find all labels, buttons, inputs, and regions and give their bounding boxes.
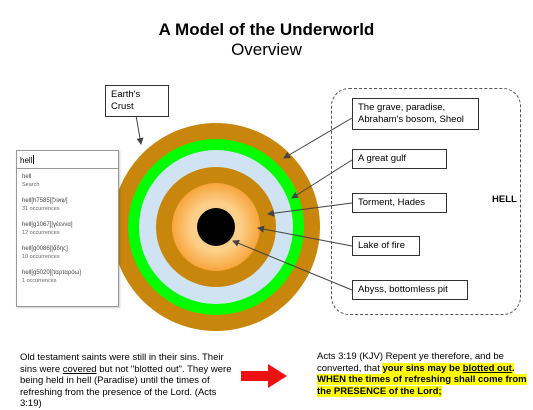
red-arrow bbox=[241, 364, 287, 388]
hell-label: HELL bbox=[492, 194, 517, 205]
diagram-subtitle: Overview bbox=[231, 40, 302, 59]
abyss-arrow bbox=[232, 240, 353, 291]
label-abyss: Abyss, bottomless pit bbox=[352, 280, 468, 300]
search-result-item[interactable]: hell[h7585][שְׁאוֹל] 31 occurrences bbox=[22, 197, 113, 213]
search-result-item[interactable]: hell[g1067][γέεννα] 12 occurrences bbox=[22, 221, 113, 237]
grave-arrow bbox=[283, 117, 353, 159]
label-torment-hades: Torment, Hades bbox=[352, 193, 447, 213]
search-result-title: hell[g5020][ταρταρόω] bbox=[22, 270, 81, 276]
verse-highlight-1: your sins may be bbox=[382, 362, 463, 374]
search-popup: hell hell Search hell[h7585][שְׁאוֹל] 31… bbox=[16, 150, 119, 307]
lake-arrow bbox=[257, 225, 353, 247]
search-result-item[interactable]: hell[g5020][ταρταρόω] 1 occurrences bbox=[22, 269, 113, 285]
diagram-title: A Model of the Underworld bbox=[158, 20, 375, 39]
label-earth-crust: Earth's Crust bbox=[105, 85, 169, 117]
search-input[interactable]: hell bbox=[17, 151, 118, 169]
search-result-item[interactable]: hell[g0086][ᾅδης] 10 occurrences bbox=[22, 245, 113, 261]
search-result-title: hell bbox=[22, 174, 32, 180]
search-result-sub: 1 occurrences bbox=[22, 278, 57, 284]
verse-highlight-blotted: blotted out bbox=[462, 362, 512, 374]
verse-text-1: Acts 3:19 (KJV) Repent ye therefore, and… bbox=[317, 351, 504, 374]
search-result-title: hell[h7585][שְׁאוֹל] bbox=[22, 198, 68, 204]
old-testament-note: Old testament saints were still in their… bbox=[20, 352, 235, 410]
search-query: hell bbox=[20, 156, 33, 165]
search-result-sub: Search bbox=[22, 182, 40, 188]
torment-arrow bbox=[267, 202, 353, 217]
abyss-circle bbox=[197, 208, 235, 246]
label-lake-of-fire: Lake of fire bbox=[352, 236, 420, 256]
search-result-sub: 12 occurrences bbox=[22, 230, 60, 236]
search-result-item[interactable]: hell Search bbox=[22, 173, 113, 189]
search-result-title: hell[g0086][ᾅδης] bbox=[22, 246, 68, 252]
search-result-sub: 31 occurrences bbox=[22, 206, 60, 212]
hell-region-border bbox=[331, 88, 521, 315]
acts-verse: Acts 3:19 (KJV) Repent ye therefore, and… bbox=[317, 351, 527, 397]
search-result-title: hell[g1067][γέεννα] bbox=[22, 222, 73, 228]
note-text-2: but not "blotted out". They were being h… bbox=[20, 363, 232, 410]
label-great-gulf: A great gulf bbox=[352, 149, 447, 169]
note-text-1: Old testament saints were still in their… bbox=[20, 352, 224, 375]
gulf-arrow bbox=[291, 159, 353, 199]
label-grave-paradise: The grave, paradise, Abraham's bosom, Sh… bbox=[352, 98, 479, 130]
search-result-sub: 10 occurrences bbox=[22, 254, 60, 260]
note-covered: covered bbox=[62, 363, 97, 375]
search-result-list: hell Search hell[h7585][שְׁאוֹל] 31 occu… bbox=[17, 173, 118, 285]
